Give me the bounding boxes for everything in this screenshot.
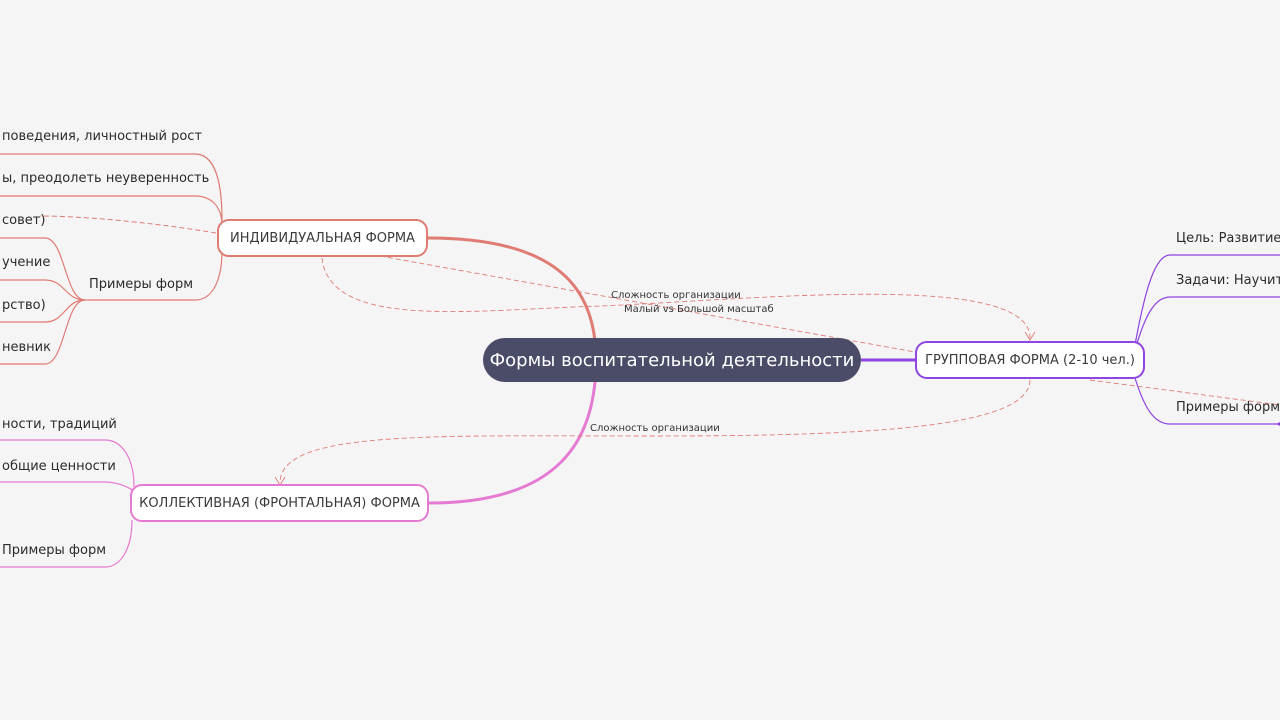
relation-label-3[interactable]: Сложность организации <box>590 423 720 434</box>
relation-line-3 <box>279 379 1031 484</box>
branch-group-form[interactable]: ГРУППОВАЯ ФОРМА (2-10 чел.) <box>915 341 1145 379</box>
group-examples-label[interactable]: Примеры форм <box>1176 400 1280 415</box>
individual-leaf-3[interactable]: совет) <box>2 213 46 228</box>
sub-line-individual-examples <box>85 249 223 301</box>
sub-line-individual-3 <box>39 215 217 234</box>
collective-leaf-1[interactable]: ности, традиций <box>2 417 117 432</box>
individual-leaf-2[interactable]: ы, преодолеть неуверенность <box>2 171 210 186</box>
branch-line-individual <box>427 236 598 361</box>
sub-line-individual-1 <box>0 153 223 221</box>
examples-line-4 <box>0 299 86 365</box>
sub-line-collective-examples <box>0 519 133 568</box>
relation-arrow-1 <box>1024 331 1036 341</box>
sub-line-collective-1 <box>0 439 135 488</box>
examples-line-3 <box>0 299 86 323</box>
relation-label-1[interactable]: Сложность организации <box>611 290 741 301</box>
examples-line-1 <box>0 237 86 301</box>
relation-label-2[interactable]: Малый vs Большой масштаб <box>624 304 774 315</box>
individual-example-3[interactable]: невник <box>2 340 51 355</box>
collective-leaf-2[interactable]: общие ценности <box>2 459 116 474</box>
central-topic[interactable]: Формы воспитательной деятельности <box>483 338 861 382</box>
sub-line-group-1 <box>1134 254 1280 346</box>
sub-line-group-2 <box>1134 296 1280 351</box>
branch-individual-form[interactable]: ИНДИВИДУАЛЬНАЯ ФОРМА <box>217 219 428 257</box>
examples-line-2 <box>0 279 86 301</box>
individual-example-1[interactable]: учение <box>2 255 51 270</box>
relation-line-1 <box>321 257 1031 339</box>
individual-example-2[interactable]: рство) <box>2 298 46 313</box>
collective-examples-label[interactable]: Примеры форм <box>2 543 107 558</box>
sub-line-individual-2 <box>0 195 223 227</box>
individual-examples-label[interactable]: Примеры форм <box>89 277 194 292</box>
group-edge-dot <box>1276 422 1280 426</box>
individual-leaf-1[interactable]: поведения, личностный рост <box>2 129 203 144</box>
sub-line-collective-2 <box>0 481 135 493</box>
sub-line-group-examples <box>1134 377 1280 425</box>
branch-line-collective <box>428 359 598 505</box>
group-leaf-2[interactable]: Задачи: Научить <box>1176 273 1280 288</box>
relation-line-2 <box>379 255 916 353</box>
group-leaf-1[interactable]: Цель: Развитие н <box>1176 231 1280 246</box>
branch-collective-form[interactable]: КОЛЛЕКТИВНАЯ (ФРОНТАЛЬНАЯ) ФОРМА <box>130 484 429 522</box>
